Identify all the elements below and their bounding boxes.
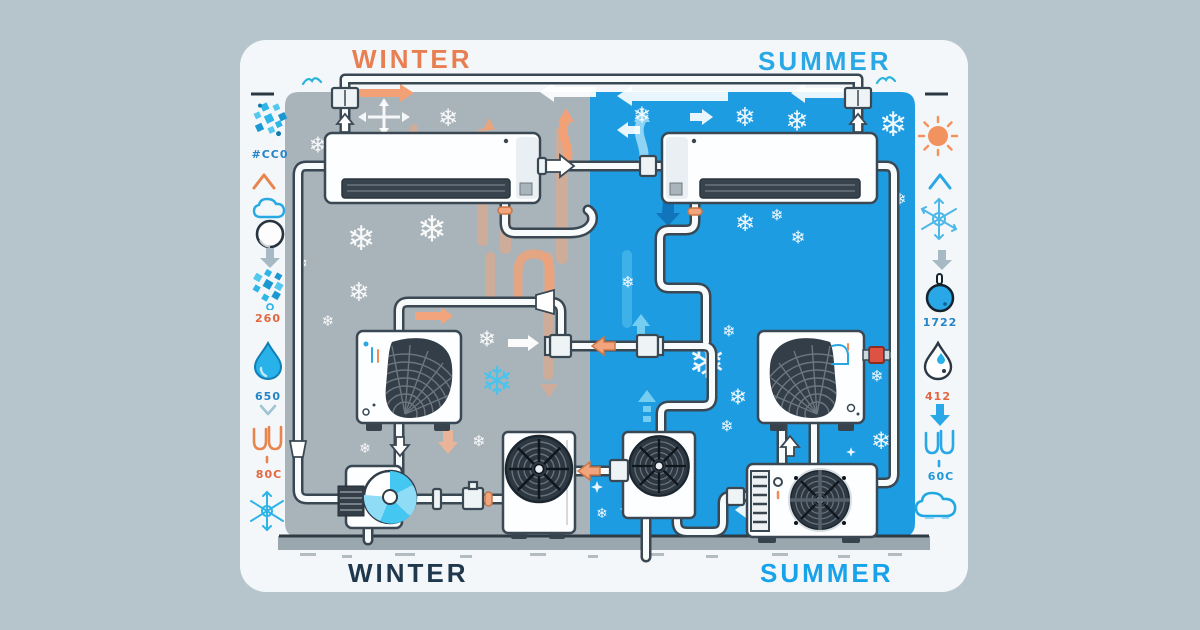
arrow-left-warm-fitting [590,335,616,357]
arrow-cluster [368,104,400,130]
svg-text:❄: ❄ [438,104,458,132]
coil-value-label: 80C [255,468,283,481]
arrow-up-fitting [335,112,355,133]
frost-value-label: 260 [255,312,281,325]
louver-grille [341,178,511,199]
fittings [288,86,891,511]
arrow-right-warm [358,84,414,102]
arrow-right-fitting [545,153,576,179]
indoor-unit-summer [660,131,879,205]
drop-value-label: 412 [925,390,951,403]
louver-grille [699,178,861,199]
svg-text:❄: ❄ [722,322,735,341]
indoor-unit-winter [323,131,542,205]
arrow-left-white-summer [617,86,728,106]
funnel-fitting [535,288,555,316]
pump-unit-winter [337,464,418,530]
ground [278,534,930,558]
svg-text:❄: ❄ [472,432,485,451]
arrow-down-fitting [389,436,411,458]
frost-code-label: #CC0 [251,148,289,161]
svg-text:❄: ❄ [870,367,883,386]
svg-text:❄: ❄ [478,328,496,353]
drop-value-label: 650 [255,390,281,403]
red-valve [868,346,885,364]
winter-title-top: WINTER [352,44,473,74]
svg-text:❄: ❄ [785,105,808,138]
svg-text:❄: ❄ [596,506,608,522]
flange [431,487,443,511]
hill-icon [301,76,897,86]
svg-text:❄: ❄ [322,312,335,330]
funnel-fitting [288,440,308,458]
warm-ring [497,206,513,215]
arrow-up-fitting [779,434,801,457]
arrow-right-warm-mid [415,307,453,325]
svg-text:❄: ❄ [879,105,908,145]
svg-text:❄: ❄ [347,219,376,259]
svg-text:❄: ❄ [309,134,327,159]
coil-value-label: 60C [927,470,955,483]
arrow-down-blue [656,201,680,226]
warm-ring [687,207,703,216]
bottom-fan-unit-1 [501,430,577,539]
svg-text:❄: ❄ [348,278,370,308]
arrow-down-warm [438,430,458,454]
svg-text:❄: ❄ [417,210,447,251]
warm-ring [484,491,493,507]
arrow-left-warm-fitting [576,460,601,482]
condenser-unit-summer [745,462,879,543]
heatsink-fins [337,485,365,517]
arrow-up-cool-dashed [638,390,656,422]
flow-arrows [358,82,845,518]
bulb-value-label: 1722 [922,316,958,329]
cool-air-streaks [622,250,632,328]
snowflakes: ❄ ❄ ❄ ❄ ❄ ❄ ❄ ❄ ❄ ❄ ❄ ❄ ❄ ❄ ❄ ❄ ❄ ❄ ❄ [296,103,907,522]
svg-text:❄: ❄ [770,206,783,225]
winter-title-bottom: WINTER [348,558,469,588]
summer-title-bottom: SUMMER [760,558,894,588]
arrow-up-fitting [848,112,868,133]
ice-snowflake: ❄ [480,359,514,405]
svg-text:❄: ❄ [790,228,805,249]
svg-text:❄: ❄ [735,209,755,237]
outdoor-unit-summer [756,329,866,431]
warm-loop [513,249,555,307]
svg-text:❄: ❄ [359,441,371,457]
svg-text:❄: ❄ [734,103,756,133]
svg-text:❄: ❄ [621,273,634,292]
summer-title-top: SUMMER [758,46,892,76]
svg-text:❄: ❄ [729,386,747,411]
svg-text:❄: ❄ [720,417,733,436]
arrow-up-cool-1 [632,314,650,338]
svg-text:❄: ❄ [871,427,891,455]
svg-text:❄: ❄ [633,104,651,129]
bottom-fan-unit-2 [621,430,697,520]
outdoor-unit-winter [355,329,463,431]
arrow-left-white-winter [540,82,596,102]
